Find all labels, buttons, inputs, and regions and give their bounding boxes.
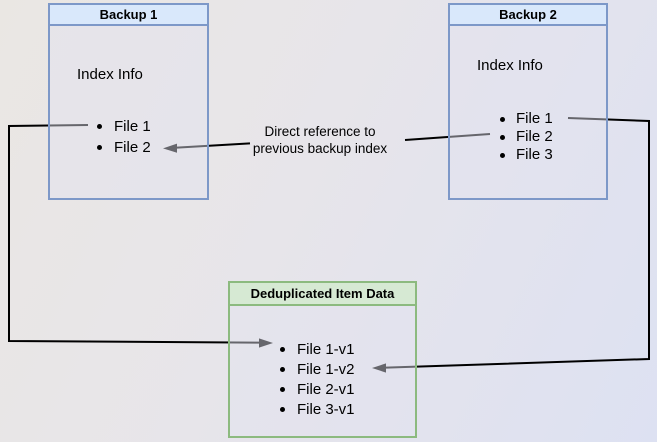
dedup-node: Deduplicated Item Data File 1-v1 File 1-… <box>228 281 417 438</box>
dedup-file-list: File 1-v1 File 1-v2 File 2-v1 File 3-v1 <box>230 340 355 420</box>
edge-label-line1: Direct reference to <box>264 124 376 139</box>
backup1-file-list: File 1 File 2 <box>50 116 151 158</box>
list-item: File 1-v2 <box>230 360 355 380</box>
list-item: File 2 <box>50 137 151 158</box>
backup1-subtitle: Index Info <box>77 66 143 83</box>
dedup-title: Deduplicated Item Data <box>230 283 415 306</box>
backup2-title: Backup 2 <box>450 5 606 26</box>
list-item: File 1 <box>450 110 553 128</box>
list-item: File 2 <box>450 128 553 146</box>
backup2-file-list: File 1 File 2 File 3 <box>450 110 553 164</box>
list-item: File 3-v1 <box>230 400 355 420</box>
backup1-title: Backup 1 <box>50 5 207 26</box>
list-item: File 1 <box>50 116 151 137</box>
list-item: File 3 <box>450 146 553 164</box>
edge-label-line2: previous backup index <box>252 141 388 156</box>
edge-label: Direct reference to previous backup inde… <box>238 123 402 157</box>
backup2-node: Backup 2 Index Info File 1 File 2 File 3 <box>448 3 608 200</box>
backup2-subtitle: Index Info <box>477 57 543 74</box>
backup1-node: Backup 1 Index Info File 1 File 2 <box>48 3 209 200</box>
list-item: File 1-v1 <box>230 340 355 360</box>
list-item: File 2-v1 <box>230 380 355 400</box>
